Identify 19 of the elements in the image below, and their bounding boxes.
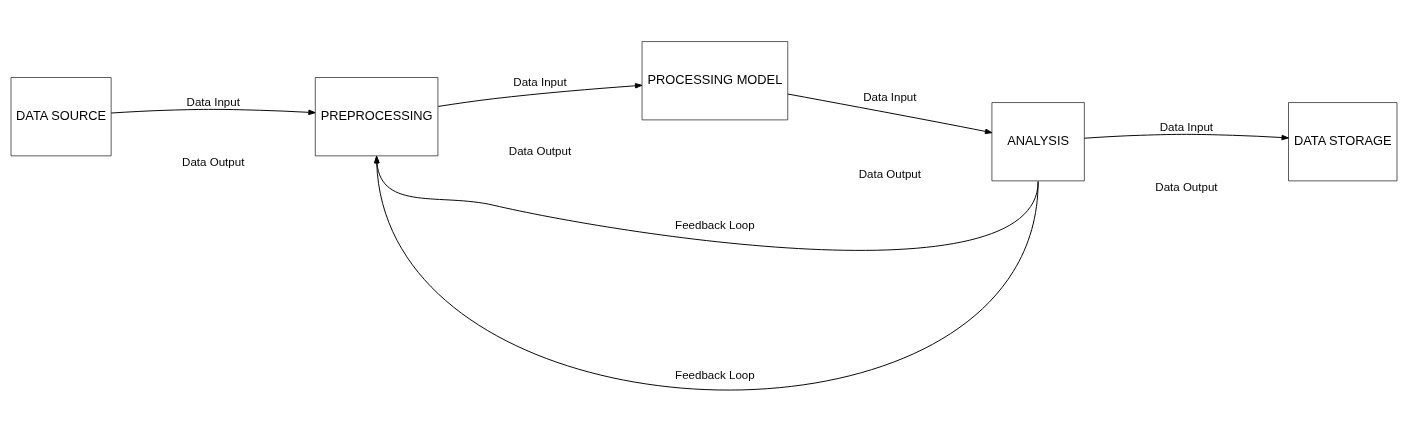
label: Data Output (508, 144, 572, 157)
arrow (1083, 133, 1289, 141)
edge-label: Feedback Loop (675, 369, 755, 382)
node-box: DATA SOURCE (10, 77, 112, 157)
edge-label: Data Input (1159, 121, 1214, 134)
node-box: DATA STORAGE (1288, 102, 1398, 182)
label: Data Output (1155, 181, 1218, 194)
node-box: PROCESSING MODEL (641, 41, 789, 121)
label: Data Output (858, 167, 921, 180)
arrow (787, 93, 993, 135)
arrow (437, 83, 643, 107)
arrow (110, 108, 316, 116)
node-box: PREPROCESSING (315, 77, 439, 157)
node-box: ANALYSIS (991, 102, 1085, 182)
label: Data Output (182, 156, 245, 169)
edge-label: Data Input (186, 96, 240, 109)
edge-label: Feedback Loop (675, 218, 755, 231)
edge-label: Data Input (863, 90, 917, 103)
edge-label: Data Input (513, 76, 567, 89)
